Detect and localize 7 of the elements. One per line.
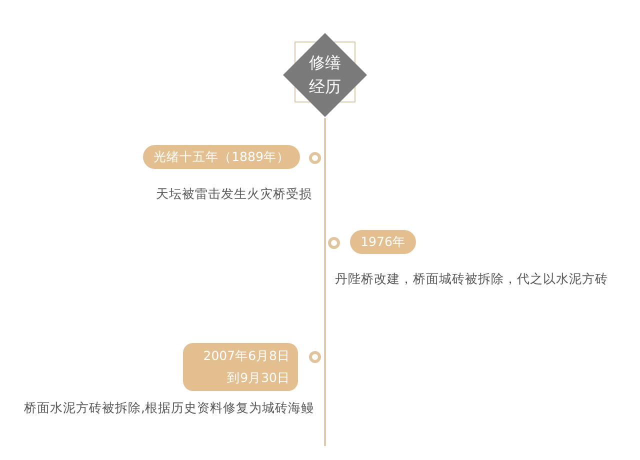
title-diamond: 修缮经历 — [283, 33, 367, 117]
event-text: 天坛被雷击发生火灾桥受损 — [156, 186, 312, 201]
date-pill: 光绪十五年（1889年） — [143, 145, 300, 169]
date-pill: 2007年6月8日到9月30日 — [183, 343, 298, 391]
event-text: 桥面水泥方砖被拆除,根据历史资料修复为城砖海鳗 — [24, 400, 314, 415]
date-pill: 1976年 — [350, 230, 416, 254]
event-text: 丹陛桥改建，桥面城砖被拆除，代之以水泥方砖 — [335, 271, 608, 286]
